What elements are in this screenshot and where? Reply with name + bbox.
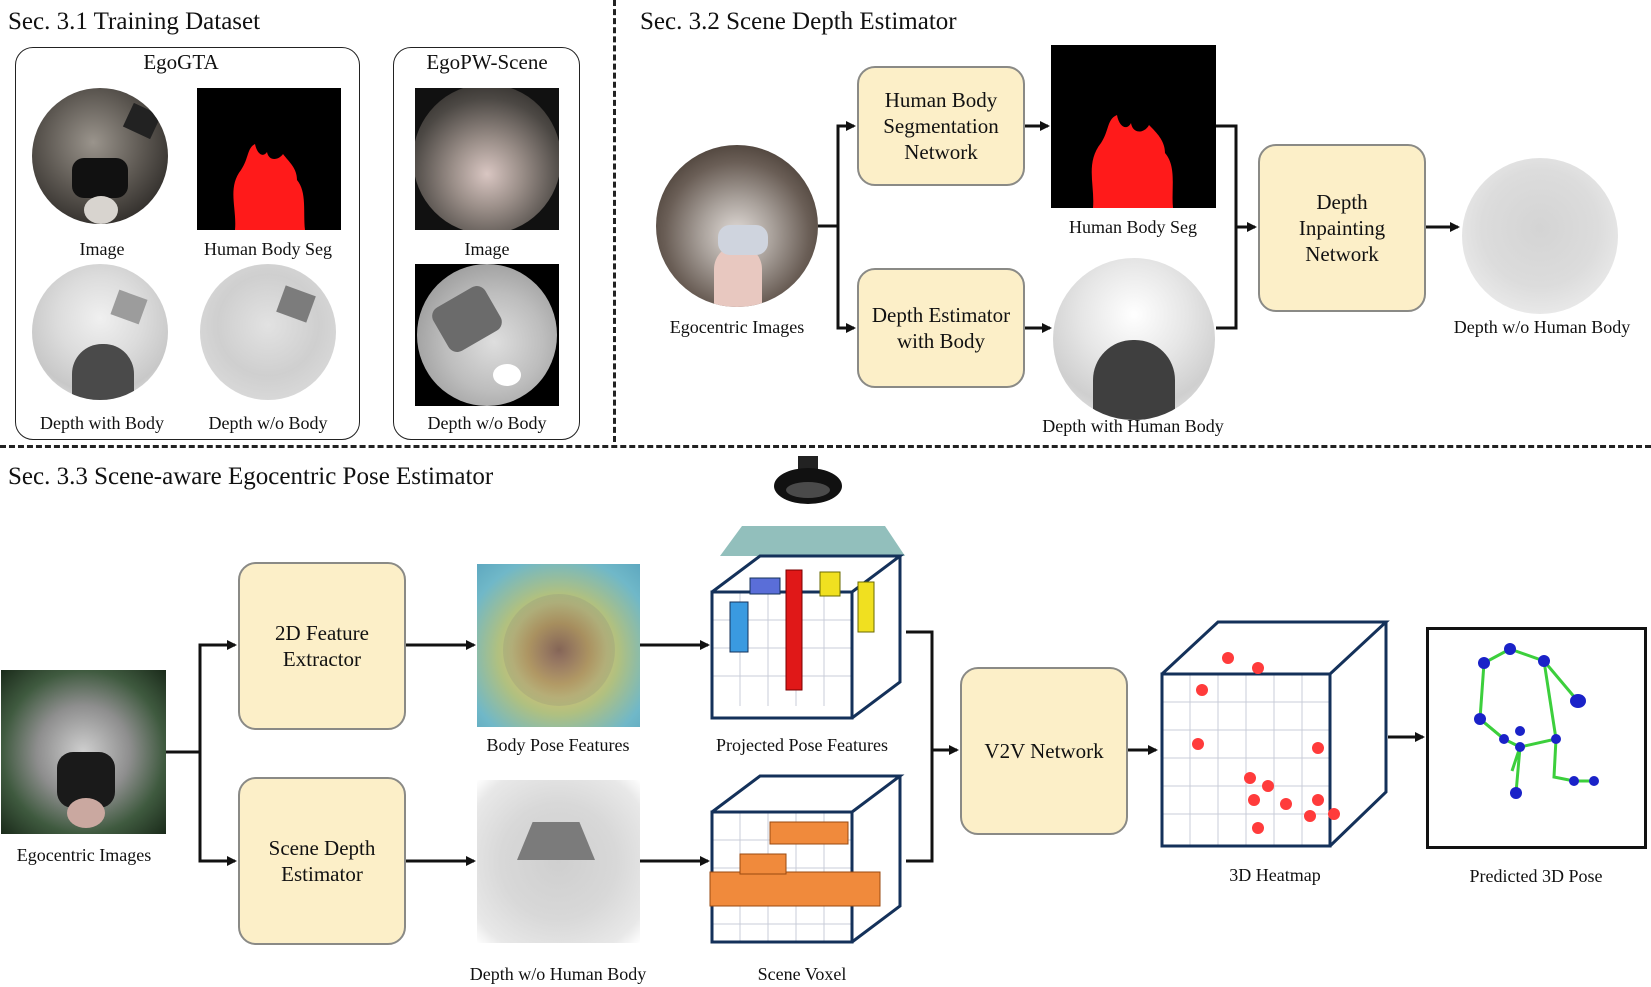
- arrow-input-to-depth: [836, 226, 856, 333]
- vertical-section-divider: [613, 0, 616, 442]
- heatmap-points: [1192, 652, 1340, 834]
- egogta-head-shape: [84, 196, 118, 224]
- sec32-body-shape: [714, 245, 762, 307]
- sec32-depth-body-shape: [1093, 340, 1175, 420]
- voxel-arm-blue: [729, 601, 749, 653]
- egogta-depth-without-body: [200, 264, 336, 400]
- horizontal-section-divider: [0, 445, 1651, 448]
- egopw-title: EgoPW-Scene: [426, 50, 548, 74]
- egopw-image: [415, 88, 559, 230]
- sec33-input-image: [1, 670, 166, 834]
- body-pose-features-image: [477, 564, 640, 727]
- voxel-slab-mid: [739, 853, 787, 875]
- sec32-title: Sec. 3.2 Scene Depth Estimator: [640, 8, 957, 35]
- sec32-seg-output: [1051, 45, 1216, 208]
- egopw-depth-fisheye: [417, 264, 557, 406]
- skeleton-joints: [1474, 643, 1599, 799]
- depth-inpainting-network-box: Depth Inpainting Network: [1258, 144, 1426, 312]
- egogta-depth-without-label: Depth w/o Body: [208, 413, 328, 433]
- egogta-seg-silhouette: [233, 144, 305, 230]
- egogta-image: [32, 88, 168, 224]
- sec32-depth-with-body: [1053, 258, 1215, 420]
- voxel-shoulder-blue: [749, 577, 781, 595]
- sec32-hands-shape: [718, 225, 768, 255]
- egogta-image-label: Image: [79, 239, 125, 259]
- arrow-input-to-feature: [166, 640, 237, 754]
- voxel-arm-yellow: [857, 581, 875, 633]
- arrow-input-to-scene-depth: [198, 752, 237, 866]
- projected-pose-label: Projected Pose Features: [716, 735, 888, 755]
- projected-pose-features-cube: [710, 456, 905, 720]
- sec31-title: Sec. 3.1 Training Dataset: [8, 8, 261, 35]
- sec33-head-shape: [67, 798, 105, 828]
- arrow-v2v-bracket: [906, 630, 934, 863]
- arrow-merge-bracket: [1216, 124, 1238, 330]
- scene-depth-estimator-box: Scene Depth Estimator: [238, 777, 406, 945]
- skeleton-icon: [1426, 627, 1647, 849]
- fisheye-camera-icon: [774, 456, 842, 504]
- sec32-final-label: Depth w/o Human Body: [1453, 317, 1631, 337]
- v2v-network-box: V2V Network: [960, 667, 1128, 835]
- egogta-depth-with-body: [32, 264, 168, 400]
- egogta-title: EgoGTA: [143, 50, 219, 74]
- sec32-depth-with-label: Depth with Human Body: [1042, 416, 1224, 436]
- scene-voxel-label: Scene Voxel: [757, 964, 847, 984]
- arrow-input-to-seg: [818, 121, 856, 228]
- depth-estimator-with-body-box: Depth Estimator with Body: [857, 268, 1025, 388]
- scene-voxel-cube: [709, 774, 905, 944]
- egogta-depth-with-label: Depth with Body: [40, 413, 164, 433]
- sec32-seg-output-label: Human Body Seg: [1069, 217, 1197, 237]
- sec32-final-depth: [1462, 158, 1618, 314]
- voxel-slab-top: [769, 821, 849, 845]
- sec33-input-label: Egocentric Images: [16, 845, 152, 865]
- body-pose-features-overlay: [503, 594, 615, 706]
- egogta-depth-body-shape: [72, 344, 134, 400]
- heatmap-label: 3D Heatmap: [1229, 865, 1321, 885]
- projected-cube-frame: [710, 554, 905, 720]
- projected-feature-plane: [720, 526, 905, 556]
- egopw-depth-image: [415, 264, 559, 406]
- voxel-slab-bottom: [709, 871, 881, 907]
- body-pose-label: Body Pose Features: [486, 735, 630, 755]
- egogta-torso-shape: [72, 158, 128, 198]
- egopw-depth-bright-shape: [493, 364, 521, 386]
- depth-without-human-body-image: [477, 780, 640, 943]
- egopw-image-label: Image: [464, 239, 510, 259]
- egogta-seg-image: [197, 88, 341, 230]
- 3d-heatmap-cube: [1160, 620, 1390, 848]
- egopw-depth-label: Depth w/o Body: [427, 413, 547, 433]
- depth-without-label: Depth w/o Human Body: [469, 964, 647, 984]
- egogta-seg-label: Human Body Seg: [204, 239, 332, 259]
- voxel-spine-red: [785, 569, 803, 691]
- voxel-shoulder-yellow: [819, 571, 841, 597]
- 2d-feature-extractor-box: 2D Feature Extractor: [238, 562, 406, 730]
- human-body-segmentation-network-box: Human Body Segmentation Network: [857, 66, 1025, 186]
- sec33-title: Sec. 3.3 Scene-aware Egocentric Pose Est…: [8, 463, 494, 490]
- sec32-input-label: Egocentric Images: [669, 317, 805, 337]
- egopw-image-fisheye: [415, 88, 559, 230]
- heatmap-frame: [1160, 620, 1390, 848]
- sec32-input-image: [656, 145, 818, 307]
- pose-label: Predicted 3D Pose: [1469, 866, 1603, 886]
- sec32-seg-silhouette: [1091, 115, 1173, 208]
